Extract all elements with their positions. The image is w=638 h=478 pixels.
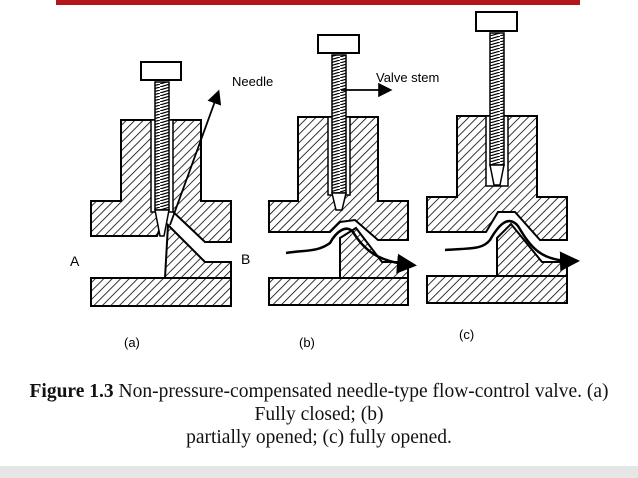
- valve-b-handle: [317, 34, 360, 54]
- label-needle: Needle: [232, 74, 273, 89]
- needle-pointer-arrow: [169, 89, 222, 226]
- caption-line-1: Figure 1.3 Non-pressure-compensated need…: [18, 380, 620, 426]
- valve-c-stem: [489, 32, 505, 166]
- valve-c-needle: [489, 164, 505, 186]
- valve-b-base: [268, 277, 409, 306]
- valve-b-flow-line: [285, 227, 417, 274]
- subfigure-label-c: (c): [459, 327, 474, 342]
- valve-diagram: Needle Valve stem A B (a) (b) (c): [70, 11, 580, 350]
- top-accent-bar: [56, 0, 580, 5]
- caption-figure-number: Figure 1.3: [29, 381, 114, 402]
- label-port-b: B: [241, 251, 250, 267]
- valve-c-flow-line: [444, 219, 580, 272]
- valve-b-needle: [331, 192, 347, 211]
- subfigure-label-a: (a): [124, 335, 140, 350]
- valve-a: [90, 61, 232, 307]
- caption-line-2: partially opened; (c) fully opened.: [18, 426, 620, 449]
- figure-caption: Figure 1.3 Non-pressure-compensated need…: [18, 380, 620, 449]
- valve-a-stem: [154, 81, 170, 211]
- valve-a-needle: [154, 209, 170, 237]
- caption-text-2: partially opened; (c) fully opened.: [186, 427, 452, 448]
- label-port-a: A: [70, 253, 80, 269]
- valve-c-base: [426, 275, 568, 304]
- valve-b: [268, 34, 417, 306]
- caption-text-1: Non-pressure-compensated needle-type flo…: [113, 381, 609, 425]
- valve-b-stem: [331, 54, 347, 194]
- subfigure-label-b: (b): [299, 335, 315, 350]
- valve-a-base: [90, 277, 232, 307]
- valve-a-seat: [163, 222, 232, 279]
- valve-c: [426, 11, 580, 304]
- valve-c-handle: [475, 11, 518, 32]
- label-valve-stem: Valve stem: [376, 70, 439, 85]
- bottom-strip: [0, 466, 638, 478]
- valve-a-handle: [140, 61, 182, 81]
